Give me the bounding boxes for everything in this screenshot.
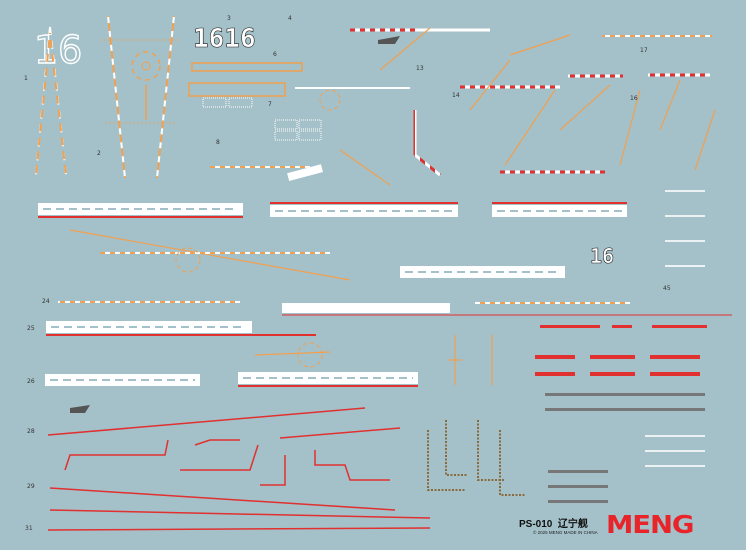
brand-logo: MENG: [606, 510, 694, 539]
runway-strips: [38, 202, 732, 387]
hull-number-large: 1616: [193, 24, 256, 54]
hull-number-small: 16: [590, 244, 614, 268]
svg-text:1: 1: [24, 75, 28, 82]
product-code: PS-010 辽宁舰: [519, 515, 588, 530]
svg-text:13: 13: [416, 65, 424, 72]
product-code-text: PS-010: [519, 519, 553, 530]
svg-text:28: 28: [27, 428, 35, 435]
svg-text:4: 4: [288, 15, 292, 22]
svg-text:24: 24: [42, 298, 50, 305]
svg-text:3: 3: [227, 15, 231, 22]
hull-number-outline: 16: [34, 28, 82, 72]
svg-text:16: 16: [630, 95, 638, 102]
red-edge-lines: [47, 407, 431, 531]
svg-text:26: 26: [27, 378, 35, 385]
deck-lines-1: [35, 26, 67, 176]
ship-name: 辽宁舰: [557, 519, 588, 530]
svg-text:14: 14: [452, 92, 460, 99]
marker-grid: [535, 325, 707, 376]
svg-text:7: 7: [268, 101, 272, 108]
deck-lines-2: [107, 15, 175, 179]
svg-text:2: 2: [97, 150, 101, 157]
svg-text:8: 8: [216, 139, 220, 146]
svg-text:29: 29: [27, 483, 35, 490]
svg-text:45: 45: [663, 285, 671, 292]
svg-text:31: 31: [25, 525, 33, 532]
svg-text:17: 17: [640, 47, 648, 54]
svg-text:25: 25: [27, 325, 35, 332]
copyright: © 2025 MENG MADE IN CHINA: [533, 530, 598, 535]
svg-text:6: 6: [273, 51, 277, 58]
